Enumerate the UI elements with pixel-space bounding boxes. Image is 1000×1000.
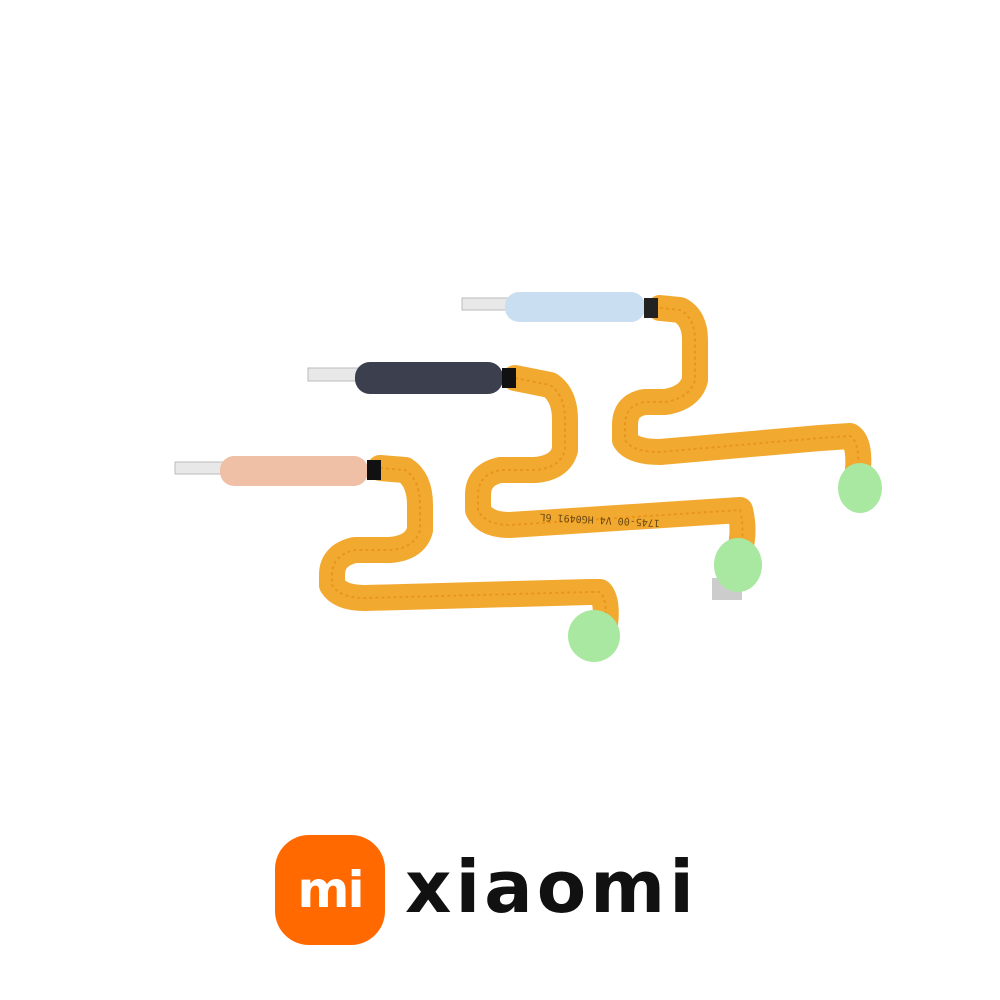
xiaomi-logo-mark: mi (275, 835, 385, 945)
sensor-pink (568, 610, 620, 662)
xiaomi-wordmark: xiaomi (405, 845, 698, 929)
fingerprint-flex-blue (461, 292, 882, 513)
fingerprint-flex-black: 1745-00 V4 HG0491 6L (307, 362, 762, 600)
fingerprint-flex-pink (174, 455, 620, 662)
black-button (355, 362, 503, 394)
logo-mi-text: mi (297, 861, 364, 919)
blue-button (505, 292, 645, 322)
pink-button (220, 456, 368, 486)
sensor-black (714, 538, 762, 592)
sensor-blue (838, 463, 882, 513)
